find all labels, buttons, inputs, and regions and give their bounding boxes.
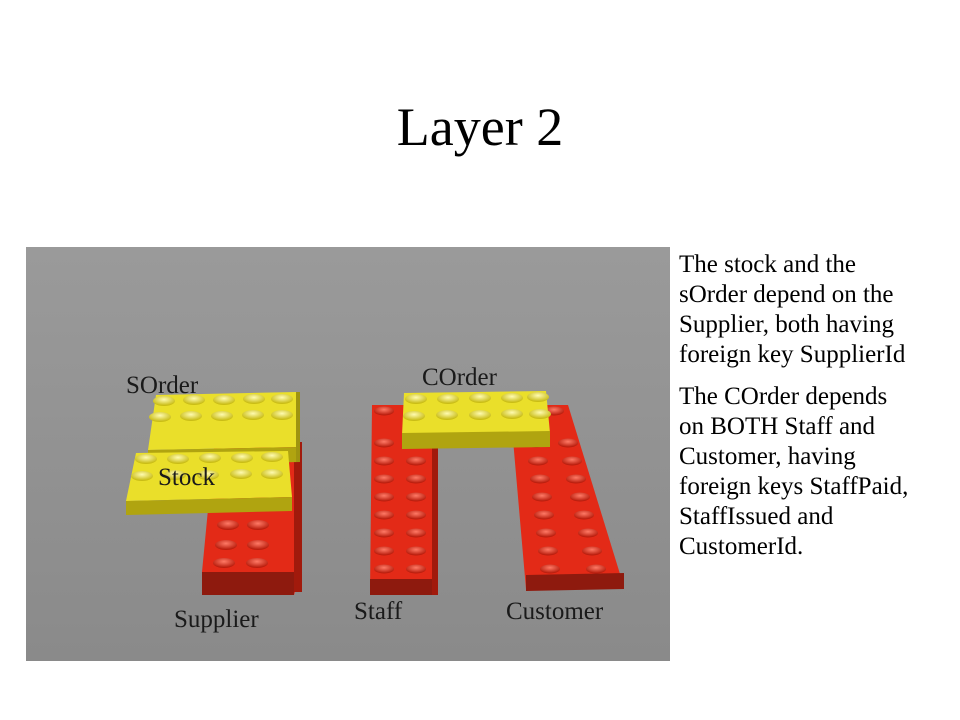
text-line: The stock and the <box>679 251 857 278</box>
text-line: Supplier, both having <box>679 311 894 338</box>
text-line: foreign keys StaffPaid, <box>679 473 909 500</box>
text-line: on BOTH Staff and <box>679 413 876 440</box>
text-line: Customer, having <box>679 443 856 470</box>
customer-brick <box>510 405 624 591</box>
customer-label: Customer <box>506 598 604 625</box>
sorder-brick <box>148 392 300 465</box>
text-line: sOrder depend on the <box>679 281 894 308</box>
stock-label: Stock <box>158 464 215 491</box>
text-line: foreign key SupplierId <box>679 341 906 368</box>
description-panel: The stock and the sOrder depend on the S… <box>679 250 960 574</box>
description-paragraph-1: The stock and the sOrder depend on the S… <box>679 250 960 370</box>
lego-diagram: SOrder Stock Supplier COrder Staff Custo… <box>26 247 670 661</box>
stock-brick <box>126 451 292 515</box>
text-line: CustomerId. <box>679 533 804 560</box>
description-paragraph-2: The COrder depends on BOTH Staff and Cus… <box>679 382 960 562</box>
corder-brick <box>402 391 551 449</box>
text-line: StaffIssued and <box>679 503 834 530</box>
slide-title: Layer 2 <box>396 97 564 157</box>
sorder-label: SOrder <box>126 372 199 399</box>
lego-scene-svg <box>26 247 670 661</box>
text-line: The COrder depends <box>679 383 888 410</box>
staff-label: Staff <box>354 598 403 625</box>
corder-label: COrder <box>422 364 497 391</box>
supplier-label: Supplier <box>174 606 259 633</box>
staff-brick <box>370 405 438 595</box>
